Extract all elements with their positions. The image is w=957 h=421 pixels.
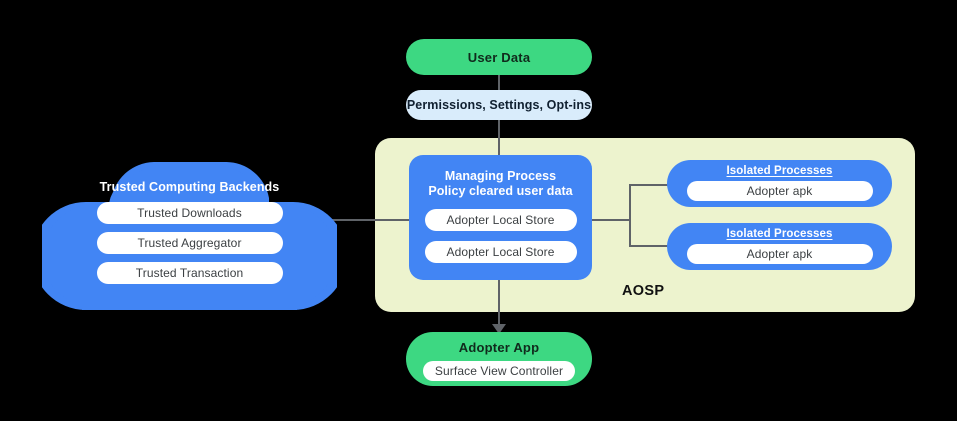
surface-view-controller-pill[interactable]: Surface View Controller bbox=[423, 361, 575, 381]
adopter-apk-2[interactable]: Adopter apk bbox=[686, 244, 873, 264]
permissions-settings-optins-node[interactable]: Permissions, Settings, Opt-ins bbox=[406, 90, 592, 120]
isolated-process-title-2[interactable]: Isolated Processes bbox=[726, 228, 833, 240]
aosp-label: AOSP bbox=[622, 283, 665, 299]
connector-userdata-to-permissions bbox=[498, 75, 500, 90]
isolated-process-node-2[interactable]: Isolated Processes Adopter apk bbox=[667, 223, 892, 270]
adopter-apk-1[interactable]: Adopter apk bbox=[686, 181, 873, 201]
trusted-transaction-pill[interactable]: Trusted Transaction bbox=[96, 262, 283, 284]
connector-managing-process-to-adopter-app bbox=[498, 280, 500, 326]
isolated-process-title-1[interactable]: Isolated Processes bbox=[726, 165, 833, 177]
cloud-content: Trusted Computing Backends Trusted Downl… bbox=[42, 162, 337, 310]
adopter-app-title: Adopter App bbox=[458, 340, 540, 355]
adopter-local-store-1[interactable]: Adopter Local Store bbox=[424, 209, 577, 231]
connector-branch-to-isolated-2 bbox=[629, 245, 668, 247]
adopter-app-node[interactable]: Adopter App Surface View Controller bbox=[406, 332, 592, 386]
managing-process-title-line1: Managing Process bbox=[444, 169, 557, 183]
managing-process-node[interactable]: Managing Process Policy cleared user dat… bbox=[409, 155, 592, 280]
connector-permissions-to-managing-process bbox=[498, 120, 500, 155]
trusted-computing-backends-cloud[interactable]: Trusted Computing Backends Trusted Downl… bbox=[42, 162, 337, 310]
user-data-node[interactable]: User Data bbox=[406, 39, 592, 75]
arrow-down-icon bbox=[492, 324, 506, 334]
connector-branch-vertical bbox=[629, 184, 631, 246]
isolated-process-node-1[interactable]: Isolated Processes Adopter apk bbox=[667, 160, 892, 207]
managing-process-title-line2: Policy cleared user data bbox=[428, 184, 573, 198]
adopter-local-store-2[interactable]: Adopter Local Store bbox=[424, 241, 577, 263]
trusted-downloads-pill[interactable]: Trusted Downloads bbox=[96, 202, 283, 224]
user-data-label: User Data bbox=[467, 49, 531, 65]
cloud-title: Trusted Computing Backends bbox=[99, 180, 280, 194]
connector-branch-to-isolated-1 bbox=[629, 184, 668, 186]
trusted-aggregator-pill[interactable]: Trusted Aggregator bbox=[96, 232, 283, 254]
connector-cloud-to-managing-process bbox=[300, 219, 409, 221]
managing-process-title: Managing Process Policy cleared user dat… bbox=[428, 169, 572, 199]
connector-branch-stub bbox=[592, 219, 630, 221]
permissions-label: Permissions, Settings, Opt-ins bbox=[406, 98, 592, 112]
